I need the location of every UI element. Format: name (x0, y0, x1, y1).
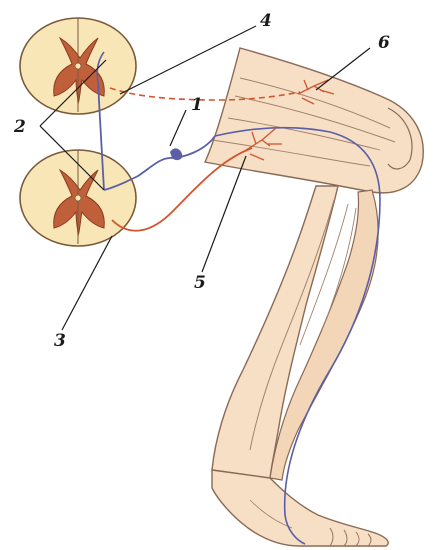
label-1: 1 (191, 95, 203, 115)
label-2: 2 (13, 117, 26, 137)
foot (212, 470, 388, 546)
label-3: 3 (54, 331, 66, 351)
lower-leg (212, 186, 338, 478)
label-4: 4 (260, 11, 272, 31)
spinal-cord-section-upper (20, 18, 136, 114)
label-6: 6 (378, 33, 390, 53)
leg-illustration (205, 48, 423, 546)
label-5: 5 (194, 273, 206, 293)
thigh (205, 48, 423, 193)
